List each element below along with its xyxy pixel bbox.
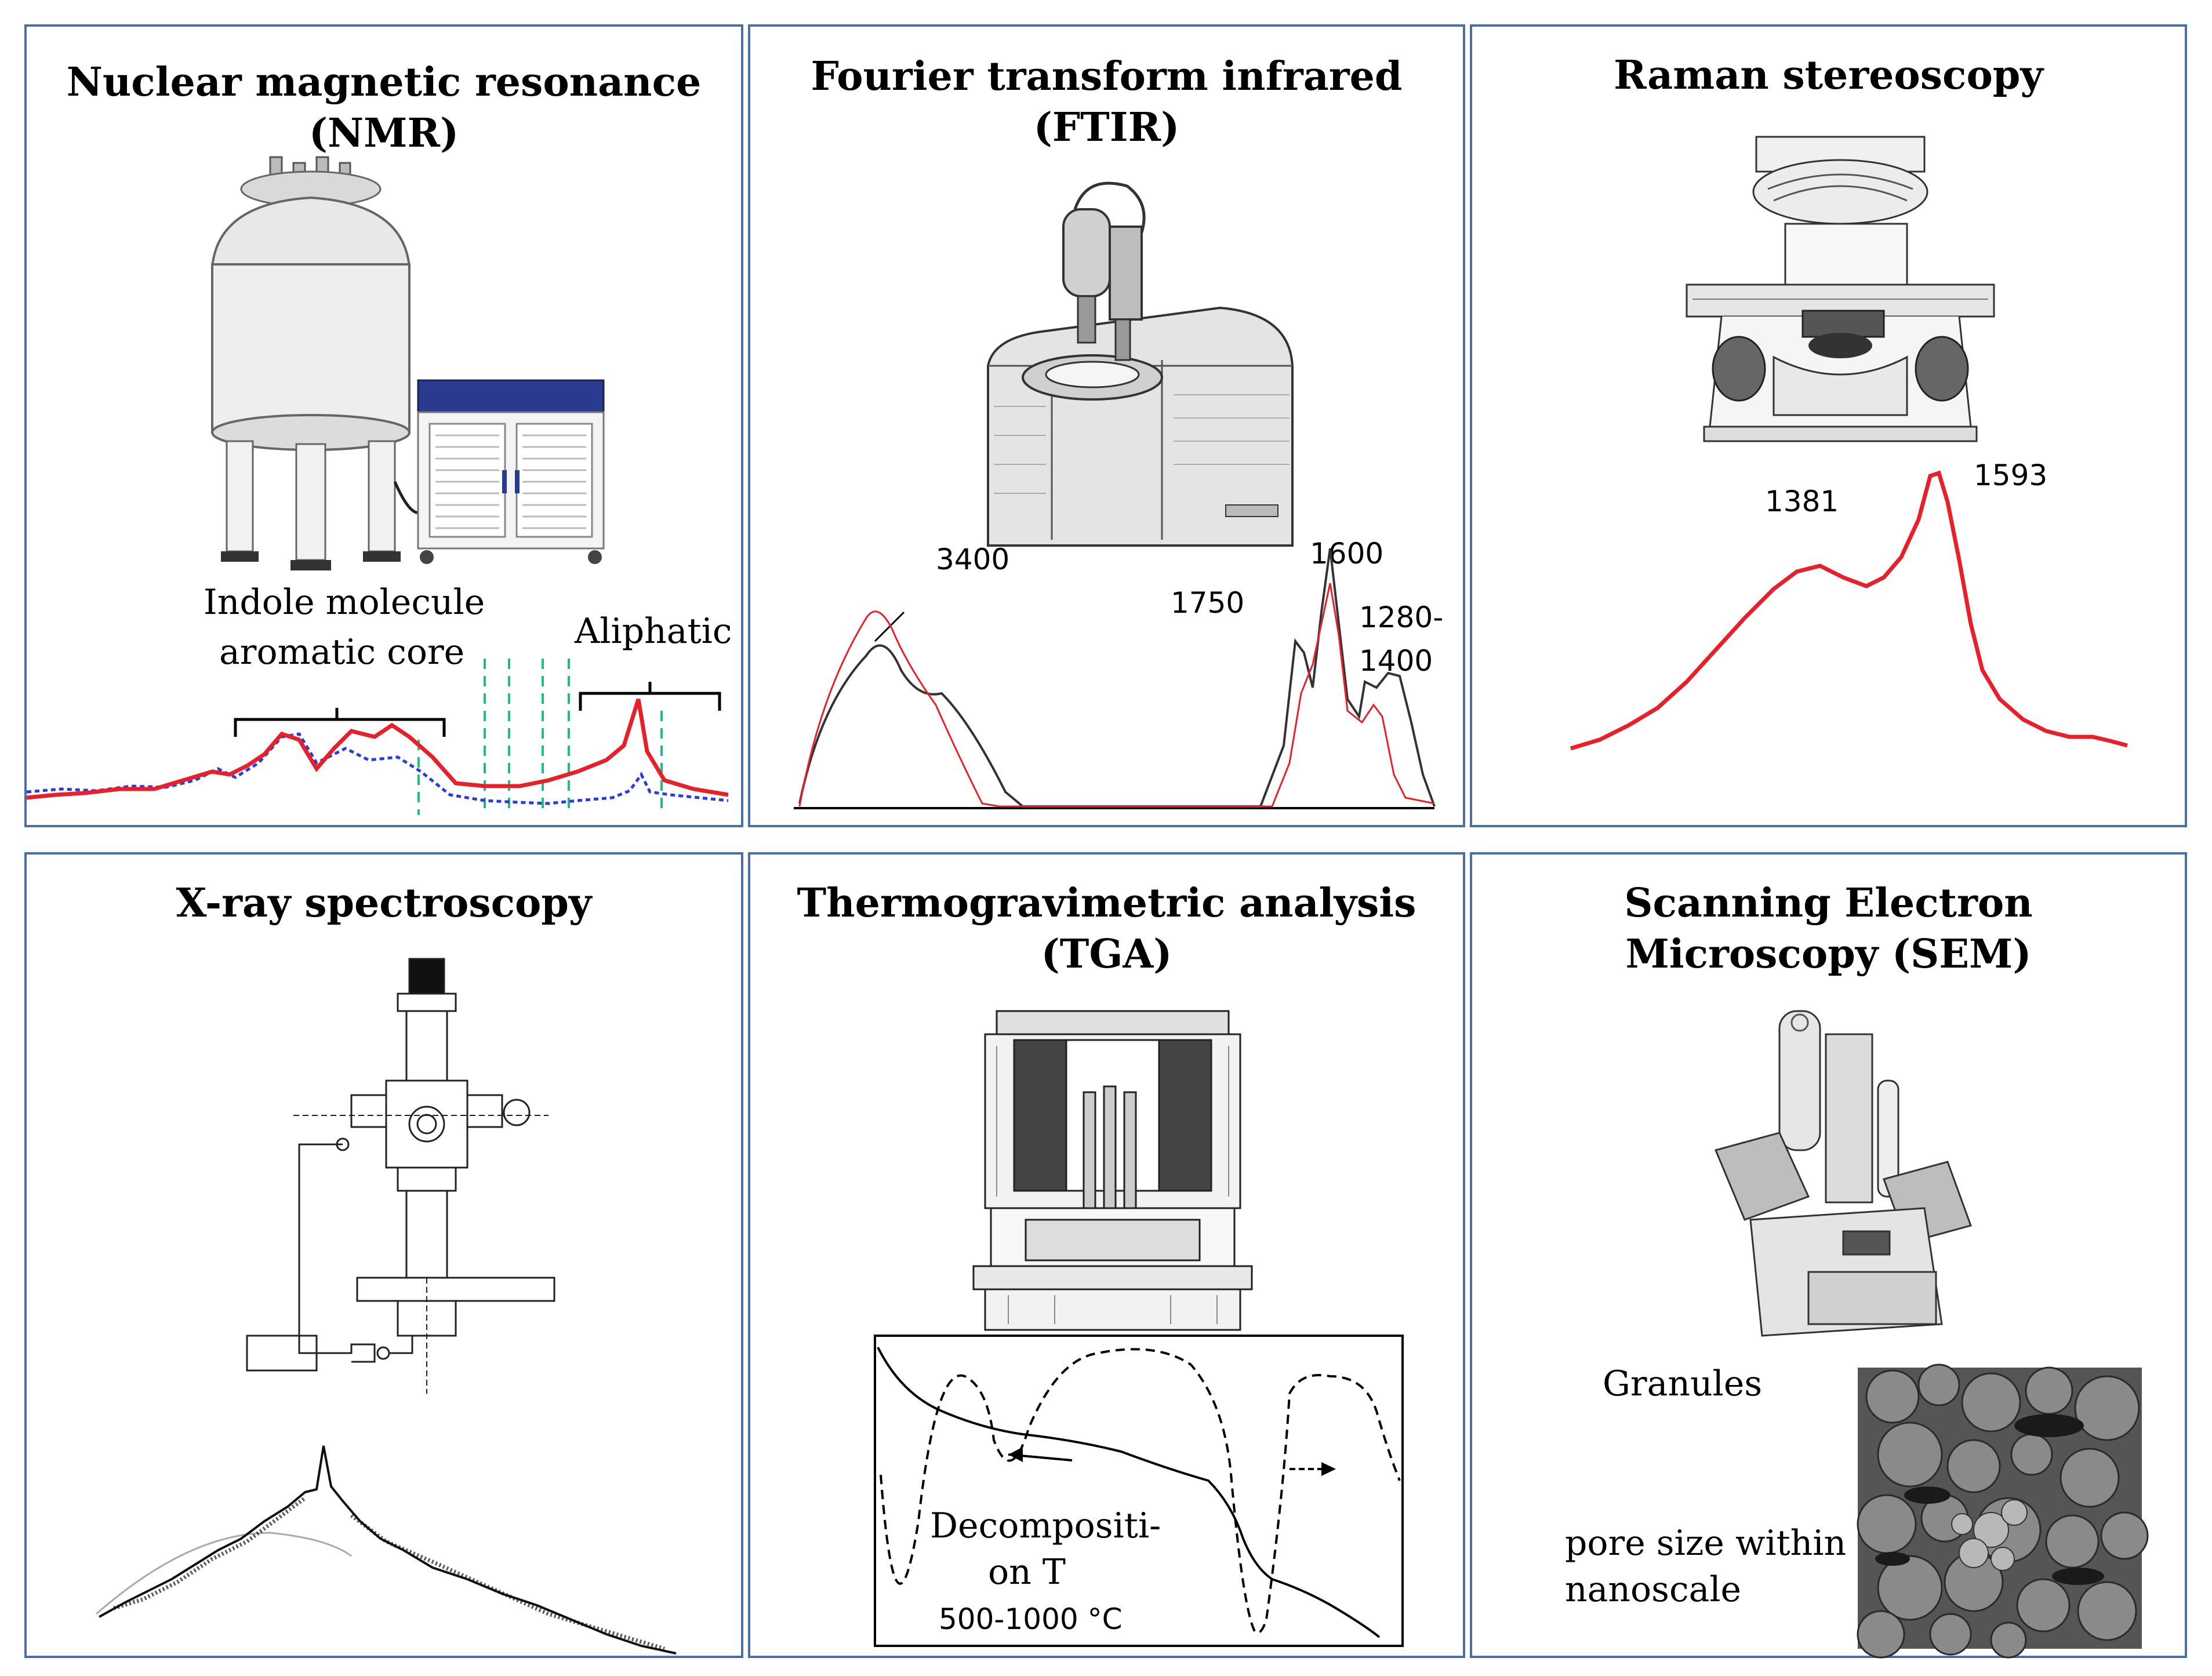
ftir-peak-3400: 3400: [936, 543, 1010, 576]
sem-title-line1: Scanning Electron: [1624, 880, 2033, 926]
ftir-peak-1600: 1600: [1310, 537, 1384, 570]
ftir-title-line1: Fourier transform infrared: [811, 53, 1403, 100]
nmr-title-line1: Nuclear magnetic resonance: [66, 59, 702, 106]
tga-label-line2: on T: [988, 1552, 1066, 1593]
tga-label-line1: Decompositi-: [930, 1506, 1161, 1546]
tga-title-line2: (TGA): [1041, 931, 1172, 977]
nmr-panel: Nuclear magnetic resonance (NMR): [24, 24, 743, 827]
nmr-spectrometer-illustration: [210, 156, 605, 570]
ftir-instrument-illustration: [987, 181, 1294, 547]
xray-apparatus-schematic: [246, 958, 555, 1394]
tga-plot: [874, 1335, 1404, 1647]
sem-label-pore-line2: nanoscale: [1565, 1569, 1742, 1610]
sem-title-line2: Microscopy (SEM): [1625, 931, 2032, 977]
ftir-spectrum-plot: [794, 548, 1436, 809]
raman-peak-1381: 1381: [1765, 485, 1839, 518]
ftir-peak-1750: 1750: [1171, 586, 1245, 620]
nmr-title-line2: (NMR): [308, 110, 459, 157]
tga-label-range: 500-1000 °C: [939, 1602, 1123, 1636]
ftir-peak-1280-line2: 1400: [1359, 644, 1433, 678]
nmr-label-aliphatic: Aliphatic: [575, 611, 732, 652]
sem-instrument-illustration: [1714, 1010, 1972, 1337]
raman-title: Raman stereoscopy: [1614, 52, 2043, 99]
tga-panel: Thermogravimetric analysis (TGA): [748, 852, 1465, 1658]
tga-title-line1: Thermogravimetric analysis: [797, 880, 1416, 926]
ftir-panel: Fourier transform infrared (FTIR) 3400 1…: [748, 24, 1465, 827]
nmr-spectrum-plot: [26, 659, 729, 815]
nmr-label-indole-line1: Indole molecule: [204, 582, 485, 623]
raman-microscope-illustration: [1686, 136, 1995, 442]
raman-spectrum-plot: [1570, 470, 2128, 751]
sem-label-pore-line1: pore size within: [1565, 1523, 1847, 1564]
ftir-peak-1280-line1: 1280-: [1359, 601, 1444, 634]
ftir-title-line2: (FTIR): [1033, 104, 1180, 151]
raman-panel: Raman stereoscopy 1381 1593: [1470, 24, 2187, 827]
xray-diffraction-plot: [96, 1445, 677, 1655]
sem-label-granules: Granules: [1603, 1364, 1763, 1404]
sem-panel: Scanning Electron Microscopy (SEM) Granu…: [1470, 852, 2187, 1659]
xray-title: X-ray spectroscopy: [176, 880, 592, 926]
nmr-label-indole-line2: aromatic core: [219, 632, 465, 672]
xray-panel: X-ray spectroscopy: [24, 852, 743, 1658]
sem-micrograph-image: [1857, 1364, 2149, 1659]
tga-furnace-illustration: [972, 1010, 1253, 1331]
raman-peak-1593: 1593: [1974, 459, 2048, 492]
